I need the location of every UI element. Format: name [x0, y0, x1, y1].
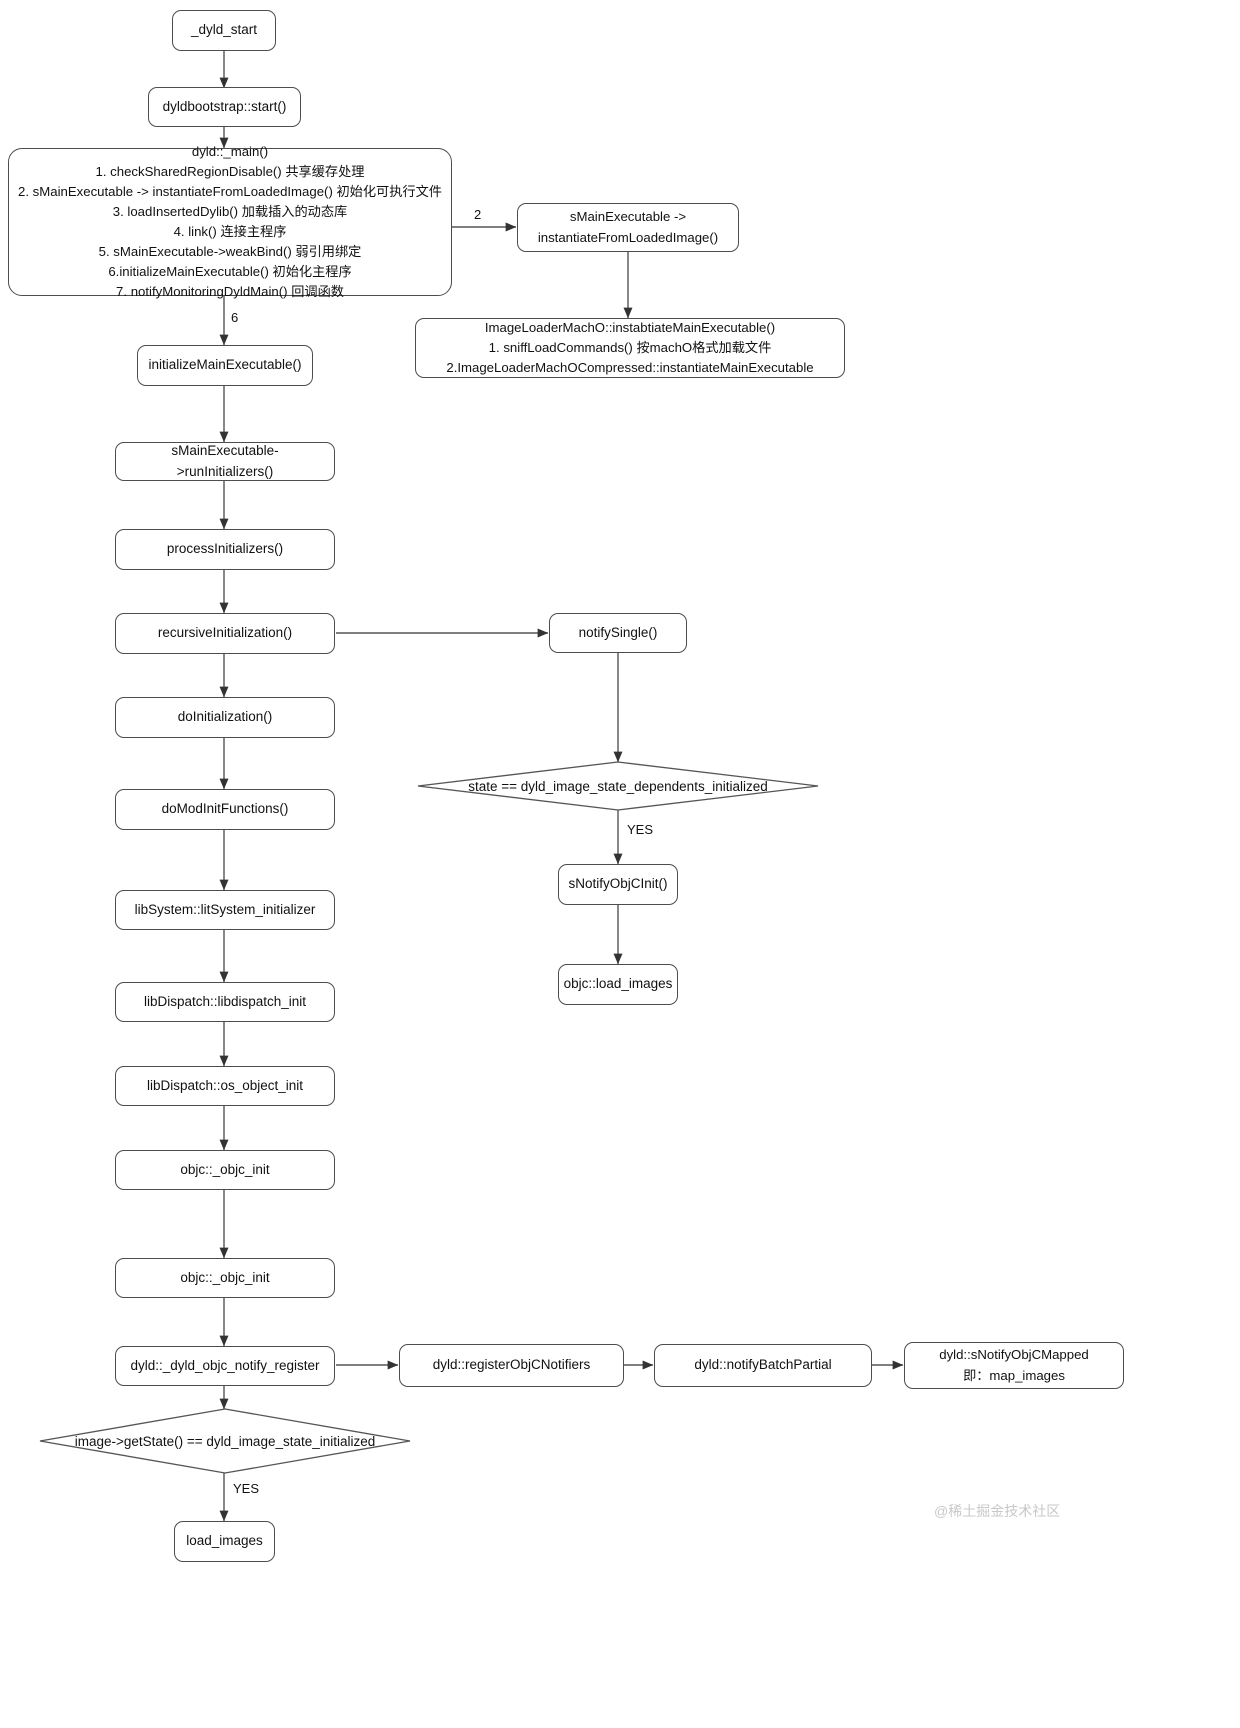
node-imageloader-macho[interactable]: ImageLoaderMachO::instabtiateMainExecuta…: [415, 318, 845, 378]
decision-label: state == dyld_image_state_dependents_ini…: [468, 778, 768, 794]
node-label: objc::_objc_init: [180, 1161, 270, 1177]
node-label: dyldbootstrap::start(): [162, 98, 287, 114]
node-notify-batch-partial[interactable]: dyld::notifyBatchPartial: [654, 1344, 872, 1387]
node-load-images[interactable]: load_images: [174, 1521, 275, 1562]
node-label: libSystem::litSystem_initializer: [134, 901, 316, 917]
edge-label-step-two: 2: [472, 207, 484, 222]
decision-state-dependents-initialized[interactable]: state == dyld_image_state_dependents_ini…: [417, 761, 819, 811]
node-recursive-initialization[interactable]: recursiveInitialization(): [115, 613, 335, 654]
node-label: sMainExecutable->runInitializers(): [171, 443, 279, 479]
node-label: dyld::registerObjCNotifiers: [432, 1357, 591, 1373]
node-dyld-main[interactable]: dyld::_main() 1. checkSharedRegionDisabl…: [8, 144, 452, 299]
node-label: ImageLoaderMachO::instabtiateMainExecuta…: [446, 319, 814, 376]
diamond-shape: [417, 761, 819, 811]
node-label: objc::load_images: [563, 976, 673, 992]
node-label: objc::_objc_init: [180, 1269, 270, 1285]
node-initialize-main-executable[interactable]: initializeMainExecutable(): [137, 345, 313, 386]
node-label: sNotifyObjCInit(): [568, 876, 668, 892]
node-run-initializers[interactable]: sMainExecutable->runInitializers(): [115, 442, 335, 481]
decision-label: image->getState() == dyld_image_state_in…: [74, 1433, 376, 1449]
node-libdispatch-init[interactable]: libDispatch::libdispatch_init: [115, 982, 335, 1022]
diamond-shape: [39, 1408, 411, 1474]
node-label: initializeMainExecutable(): [148, 357, 302, 373]
node-label: notifySingle(): [578, 624, 658, 640]
node-label: doModInitFunctions(): [161, 801, 289, 817]
node-label: sMainExecutable -> instantiateFromLoaded…: [537, 209, 719, 245]
node-snotify-objc-init[interactable]: sNotifyObjCInit(): [558, 864, 678, 905]
node-instantiate-from-loaded-image[interactable]: sMainExecutable -> instantiateFromLoaded…: [517, 203, 739, 252]
node-label: dyld::notifyBatchPartial: [694, 1357, 832, 1373]
node-os-object-init[interactable]: libDispatch::os_object_init: [115, 1066, 335, 1106]
node-process-initializers[interactable]: processInitializers(): [115, 529, 335, 570]
node-dyld-objc-notify-register[interactable]: dyld::_dyld_objc_notify_register: [115, 1346, 335, 1386]
node-libsystem-initializer[interactable]: libSystem::litSystem_initializer: [115, 890, 335, 930]
edge-label-yes-upper: YES: [625, 822, 656, 837]
watermark: @稀土掘金技术社区: [934, 1503, 1061, 1519]
node-do-initialization[interactable]: doInitialization(): [115, 697, 335, 738]
node-label: doInitialization(): [177, 709, 273, 725]
node-label: dyld::_main() 1. checkSharedRegionDisabl…: [18, 143, 442, 300]
node-objc-load-images[interactable]: objc::load_images: [558, 964, 678, 1005]
node-label: dyld::_dyld_objc_notify_register: [130, 1357, 320, 1373]
node-dyld-start[interactable]: _dyld_start: [172, 10, 276, 51]
node-label: _dyld_start: [190, 22, 258, 38]
edge-label-yes-lower: YES: [231, 1481, 262, 1496]
edge-label-step-six: 6: [229, 310, 241, 325]
node-label: libDispatch::os_object_init: [146, 1077, 304, 1093]
node-dyldbootstrap-start[interactable]: dyldbootstrap::start(): [148, 87, 301, 127]
node-notify-single[interactable]: notifySingle(): [549, 613, 687, 653]
node-objc-init-first[interactable]: objc::_objc_init: [115, 1150, 335, 1190]
decision-image-state-initialized[interactable]: image->getState() == dyld_image_state_in…: [39, 1408, 411, 1474]
node-register-objc-notifiers[interactable]: dyld::registerObjCNotifiers: [399, 1344, 624, 1387]
node-label: recursiveInitialization(): [157, 625, 293, 641]
node-label: processInitializers(): [166, 541, 284, 557]
node-label: load_images: [186, 1533, 263, 1549]
node-label: libDispatch::libdispatch_init: [143, 993, 307, 1009]
node-do-mod-init-functions[interactable]: doModInitFunctions(): [115, 789, 335, 830]
node-label: dyld::sNotifyObjCMapped 即：map_images: [939, 1347, 1089, 1383]
node-snotify-objc-mapped[interactable]: dyld::sNotifyObjCMapped 即：map_images: [904, 1342, 1124, 1389]
node-objc-init-second[interactable]: objc::_objc_init: [115, 1258, 335, 1298]
